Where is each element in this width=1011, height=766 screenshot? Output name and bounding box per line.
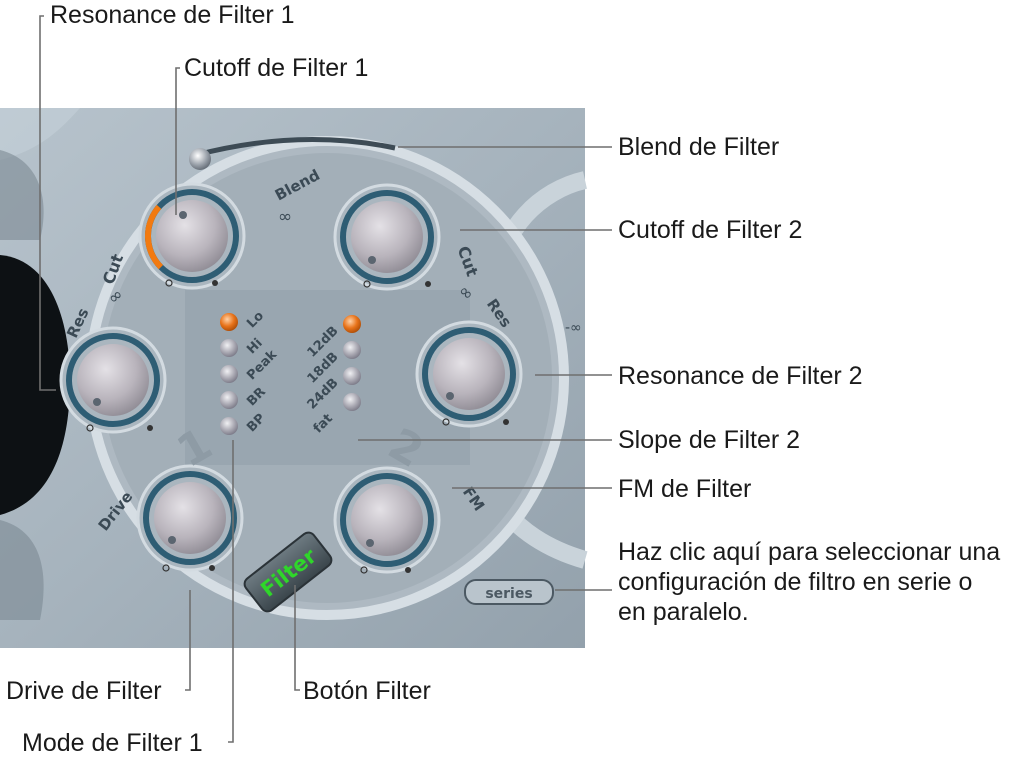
callout-leader-lines: [39, 15, 612, 743]
filter2-slope-led-fat[interactable]: [343, 393, 361, 411]
blend-link-icon: ∞: [278, 207, 292, 227]
filter2-slope-led-18db[interactable]: [343, 341, 361, 359]
callout-filter2-resonance: Resonance de Filter 2: [618, 362, 863, 390]
left-dark-display: [0, 255, 70, 515]
blend-slider-track[interactable]: [195, 137, 396, 158]
filter2-slope-led-12db[interactable]: [343, 315, 361, 333]
filter1-mode-led-hi[interactable]: [220, 339, 238, 357]
series-parallel-button[interactable]: series: [464, 579, 554, 605]
filter2-slope-selector[interactable]: [343, 315, 361, 411]
filter1-mode-led-lo[interactable]: [220, 313, 238, 331]
callout-filter-drive: Drive de Filter: [6, 677, 162, 705]
blend-slider-handle[interactable]: [189, 148, 211, 170]
filter1-mode-led-peak[interactable]: [220, 365, 238, 383]
callout-filter-fm: FM de Filter: [618, 475, 752, 503]
callout-series-hint: Haz clic aquí para seleccionar una confi…: [618, 538, 1001, 626]
filter1-resonance-knob[interactable]: [59, 326, 167, 434]
filter1-cutoff-knob[interactable]: [138, 182, 246, 290]
filter1-mode-selector[interactable]: [220, 313, 238, 435]
callout-filter2-slope: Slope de Filter 2: [618, 426, 801, 454]
callout-filter-blend: Blend de Filter: [618, 133, 780, 161]
filter2-cutoff-knob[interactable]: [333, 183, 441, 291]
filter2-resonance-knob[interactable]: [415, 320, 523, 428]
series-button-label: series: [485, 586, 532, 602]
edge-link-icon: -∞: [565, 320, 582, 336]
filter-fm-knob[interactable]: [333, 466, 441, 574]
filter1-mode-led-bp[interactable]: [220, 417, 238, 435]
filter1-drive-knob[interactable]: [136, 464, 244, 572]
filter2-slope-led-24db[interactable]: [343, 367, 361, 385]
filter1-mode-led-br[interactable]: [220, 391, 238, 409]
filter1-cutoff-arc: [145, 204, 164, 270]
callout-filter1-cutoff: Cutoff de Filter 1: [184, 54, 369, 82]
callout-filter-button: Botón Filter: [303, 677, 431, 705]
callout-filter1-resonance: Resonance de Filter 1: [50, 1, 295, 29]
callout-filter1-mode: Mode de Filter 1: [22, 729, 203, 757]
callout-filter2-cutoff: Cutoff de Filter 2: [618, 216, 803, 244]
